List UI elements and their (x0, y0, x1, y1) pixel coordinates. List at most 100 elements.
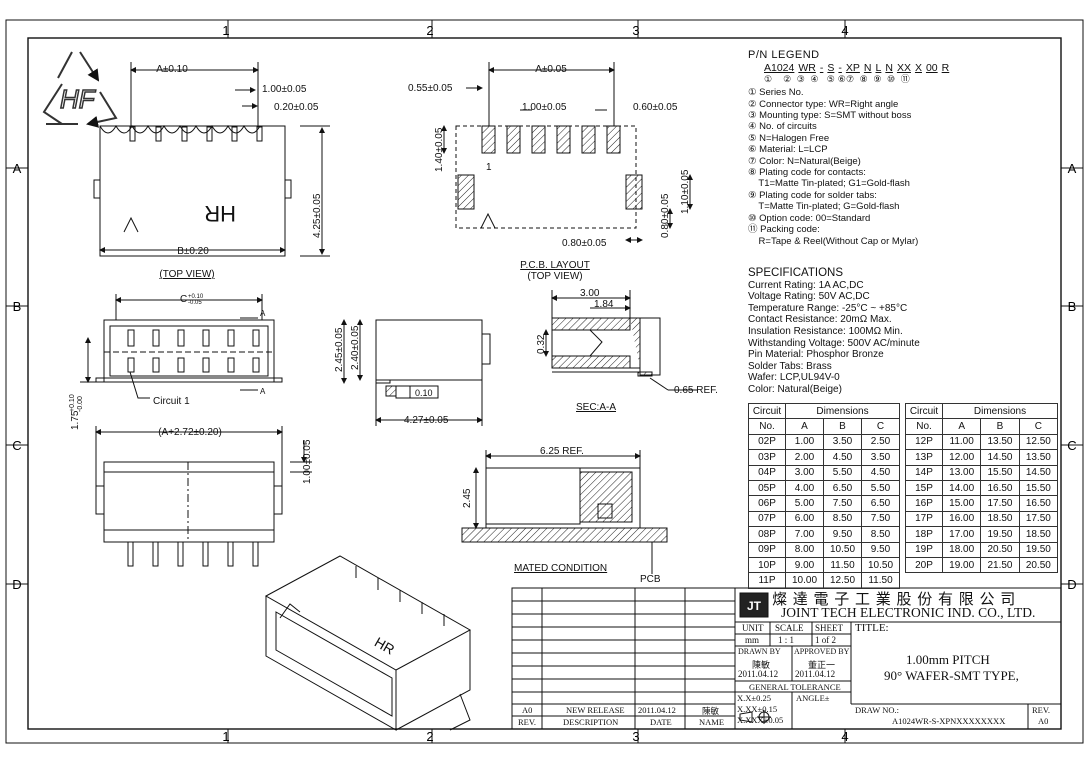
table-cell: 8.00 (785, 541, 824, 558)
pn-part-5: - (838, 62, 842, 75)
table-cell: 6.50 (861, 495, 900, 512)
col-header-a: A (785, 418, 824, 435)
table-cell: 6.00 (785, 510, 824, 528)
table-cell: 7.50 (823, 495, 862, 512)
mated-condition-labels: 6.25 REF. 2.45 MATED CONDITION PCB (462, 446, 661, 585)
pcb-layout-drawing (441, 62, 693, 243)
table-cell: 09P (748, 541, 786, 558)
draw-no: A1024WR-S-XPNXXXXXXXX (892, 716, 1006, 726)
table-cell: 19.00 (941, 556, 982, 574)
dim-side-h1: 2.45±0.05 (334, 327, 345, 372)
pn-part-13: R (941, 62, 950, 75)
drawn-by: 陳敏 (752, 660, 771, 670)
table-cell: 2.00 (785, 449, 824, 466)
row-label-a: A (13, 161, 22, 176)
pcb-layout-title: P.C.B. LAYOUT (520, 260, 590, 271)
dim-pitch: 1.00±0.05 (262, 84, 307, 95)
spec-line: Color: Natural(Beige) (748, 383, 842, 395)
specifications-heading: SPECIFICATIONS (748, 267, 843, 279)
table-cell: 10P (748, 556, 786, 574)
dim-side-h2: 2.40±0.05 (350, 325, 361, 370)
dim-c: C (180, 294, 187, 305)
tolerance-3: X.XXX±0.05 (737, 715, 784, 725)
col-label-2: 2 (426, 23, 433, 38)
pcb-dim-left: 0.55±0.05 (408, 83, 453, 94)
legend-item: R=Tape & Reel(Without Cap or Mylar) (748, 235, 919, 247)
dim-pin: 0.20±0.05 (274, 102, 319, 113)
table-cell: 12.50 (1018, 433, 1059, 451)
table-cell: 11.00 (941, 433, 982, 451)
pn-part-3: - (819, 62, 824, 75)
section-aa-drawing (543, 290, 698, 391)
dim-front-h-tol-dn: -0.00 (77, 396, 84, 412)
table-cell: 18.50 (980, 510, 1020, 528)
tolerance-1: X.X±0.25 (737, 693, 771, 703)
table-cell: 10.50 (823, 541, 862, 558)
pn-part-6: XP (845, 62, 860, 75)
table-cell: 20.50 (980, 541, 1020, 558)
angle-label: ANGLE± (796, 693, 830, 703)
sec-dim-w1: 3.00 (580, 288, 600, 299)
table-cell: 07P (748, 510, 786, 528)
table-cell: 17.00 (941, 526, 982, 543)
pcb-layout-subtitle: (TOP VIEW) (527, 271, 582, 282)
pn-legend-heading: P/N LEGEND (748, 49, 820, 61)
table-cell: 19P (905, 541, 943, 558)
pn-part-4: S (827, 62, 835, 75)
table-cell: 5.50 (861, 479, 900, 497)
dim-c-tol-up: +0.10 (188, 294, 204, 300)
circuit-1-label: Circuit 1 (153, 396, 190, 407)
table-cell: 3.00 (785, 464, 824, 481)
table-cell: 8.50 (861, 526, 900, 543)
table-cell: 15.50 (1018, 479, 1059, 497)
col-header-no: No. (905, 418, 943, 435)
rev-history-desc: NEW RELEASE (566, 705, 625, 715)
dim-b: B±0.20 (177, 246, 209, 257)
table-cell: 11.50 (823, 556, 862, 574)
pcb-dim-pad-h: 1.40±0.05 (434, 127, 445, 172)
dim-side-depth: 4.27±0.05 (404, 415, 449, 426)
col-label-4: 4 (841, 23, 848, 38)
table-cell: 13.00 (941, 464, 982, 481)
col-label-1: 1 (222, 23, 229, 38)
table-cell: 18.50 (1018, 526, 1059, 543)
title-label: TITLE: (855, 622, 889, 634)
table-cell: 15.00 (941, 495, 982, 512)
table-cell: 17.50 (980, 495, 1020, 512)
date-header: DATE (650, 717, 672, 727)
col-header-circuit: Circuit (748, 402, 786, 420)
table-cell: 20P (905, 556, 943, 574)
top-view-title: (TOP VIEW) (159, 269, 214, 280)
table-cell: 14P (905, 464, 943, 481)
title-line-2: 90° WAFER-SMT TYPE, (884, 668, 1019, 683)
table-cell: 17.50 (1018, 510, 1059, 528)
table-cell: 13.50 (1018, 449, 1059, 466)
table-cell: 20.50 (1018, 556, 1059, 574)
table-cell: 04P (748, 464, 786, 481)
mated-condition-drawing (461, 450, 668, 574)
spec-line: Solder Tabs: Brass (748, 360, 832, 372)
table-cell: 14.50 (1018, 464, 1059, 481)
table-cell: 2.50 (861, 433, 900, 451)
row-label-d: D (12, 577, 21, 592)
col-header-a: A (941, 418, 982, 435)
row-label-d-right: D (1067, 577, 1076, 592)
bottom-view-labels: (A+2.72±0.20) 1.00±0.05 (158, 427, 313, 484)
rev-history-rev: A0 (522, 705, 533, 715)
table-cell: 16.50 (980, 479, 1020, 497)
title-block-lines (511, 587, 1062, 730)
scale-label: SCALE (775, 623, 804, 633)
table-cell: 05P (748, 479, 786, 497)
logo-text: HF (60, 84, 97, 114)
spec-line: Voltage Rating: 50V AC,DC (748, 291, 870, 303)
approved-by: 董正一 (808, 660, 836, 670)
frame-labels: 1 2 3 4 1 2 3 4 A B C D A B C D (12, 23, 1076, 744)
